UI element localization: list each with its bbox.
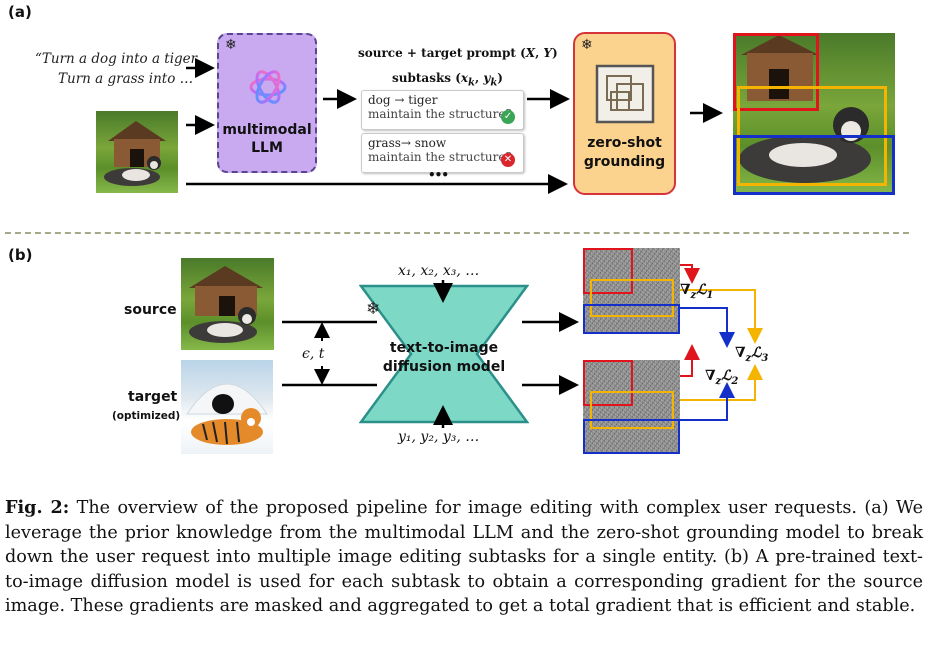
grounding-label-line-1: zero-shot bbox=[587, 135, 662, 151]
diffusion-model-shape bbox=[359, 284, 529, 424]
subtask-2-line-2: maintain the structure? bbox=[368, 150, 512, 164]
panel-separator bbox=[5, 232, 909, 234]
caption-text: The overview of the proposed pipeline fo… bbox=[5, 498, 923, 617]
snowflake-icon: ❄ bbox=[366, 299, 381, 319]
cross-icon: ✕ bbox=[501, 153, 515, 167]
source-prompt-sequence: x₁, x₂, x₃, … bbox=[398, 263, 480, 279]
gradient-label-2: ∇zℒ2 bbox=[705, 368, 739, 387]
more-subtasks-dots: ••• bbox=[428, 168, 449, 182]
prompt-header-text: source + target prompt (X, Y) bbox=[358, 46, 558, 60]
subtask-card-2: grass→ snow maintain the structure? ✕ bbox=[361, 133, 524, 173]
latent-red-box bbox=[583, 360, 633, 406]
diffusion-model-label: text-to-image diffusion model bbox=[378, 339, 510, 377]
panel-a-arrows bbox=[186, 58, 723, 194]
figure-caption: Fig. 2: The overview of the proposed pip… bbox=[5, 496, 923, 619]
house-bounding-box bbox=[733, 33, 819, 111]
latent-yellow-box bbox=[590, 279, 674, 317]
subtask-1-line-1: dog → tiger bbox=[368, 93, 438, 107]
llm-label-line-1: multimodal bbox=[222, 122, 312, 138]
subtask-1-line-2: maintain the structure? bbox=[368, 107, 512, 121]
target-label: target bbox=[128, 389, 178, 405]
snowflake-icon: ❄ bbox=[225, 37, 237, 53]
user-request-line-2: Turn a grass into … bbox=[58, 71, 194, 87]
subtasks-header: subtasks (xk, yk) bbox=[392, 71, 503, 88]
check-icon: ✓ bbox=[501, 110, 515, 124]
prompt-header: source + target prompt (X, Y) bbox=[358, 46, 558, 60]
llm-label-line-2: LLM bbox=[251, 140, 283, 156]
latent-yellow-box bbox=[590, 391, 674, 429]
gradient-label-1: ∇zℒ1 bbox=[680, 282, 714, 301]
zero-shot-grounding-box: ❄ zero-shot grounding bbox=[573, 32, 676, 195]
target-prompt-sequence: y₁, y₂, y₃, … bbox=[398, 429, 480, 445]
source-label: source bbox=[124, 302, 177, 318]
diffusion-model-label-line-1: text-to-image bbox=[389, 340, 499, 356]
panel-b-label: (b) bbox=[8, 246, 33, 264]
source-latent-image bbox=[583, 248, 680, 334]
subtask-card-1: dog → tiger maintain the structure? ✓ bbox=[361, 90, 524, 130]
source-image-small bbox=[96, 111, 178, 193]
grounded-output-image bbox=[733, 33, 895, 195]
gradient-label-3: ∇zℒ3 bbox=[735, 345, 769, 364]
diffusion-model-label-line-2: diffusion model bbox=[382, 359, 506, 375]
panel-b-arrows bbox=[282, 264, 763, 428]
dog-bounding-box bbox=[733, 135, 895, 195]
subtasks-header-text: subtasks (xk, yk) bbox=[392, 71, 503, 89]
llm-label: multimodal LLM bbox=[219, 121, 315, 157]
source-image bbox=[181, 258, 274, 350]
grounding-label: zero-shot grounding bbox=[575, 134, 674, 172]
subtask-2-line-1: grass→ snow bbox=[368, 136, 447, 150]
llm-logo-icon bbox=[249, 70, 287, 104]
latent-blue-box bbox=[583, 304, 680, 334]
user-request-line-1: “Turn a dog into a tiger, bbox=[35, 51, 200, 67]
grounding-boxes-icon bbox=[595, 64, 655, 124]
target-image bbox=[181, 360, 273, 454]
grounding-label-line-2: grounding bbox=[583, 154, 666, 170]
target-latent-image bbox=[583, 360, 680, 454]
snowflake-icon: ❄ bbox=[581, 37, 593, 53]
latent-blue-box bbox=[583, 419, 680, 454]
multimodal-llm-box: ❄ multimodal LLM bbox=[217, 33, 317, 173]
panel-a-label: (a) bbox=[8, 3, 32, 21]
epsilon-t-label: ϵ, t bbox=[302, 346, 325, 362]
figure-number: Fig. 2: bbox=[5, 497, 70, 518]
latent-red-box bbox=[583, 248, 633, 294]
target-sublabel: (optimized) bbox=[112, 410, 181, 422]
